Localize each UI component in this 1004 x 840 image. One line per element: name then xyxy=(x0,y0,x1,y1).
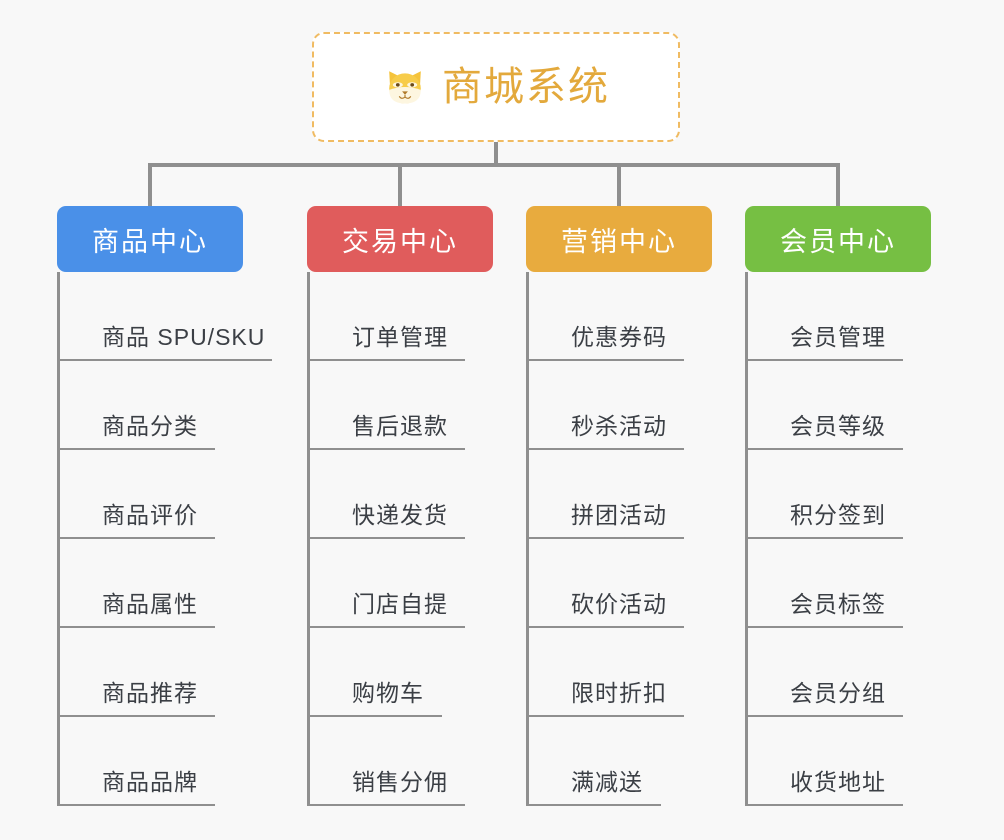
connector-root-stem xyxy=(494,142,498,165)
category-label: 营销中心 xyxy=(561,226,677,257)
leaf-item[interactable]: 商品分类 xyxy=(60,361,215,450)
leaf-item[interactable]: 限时折扣 xyxy=(529,628,684,717)
leaf-item[interactable]: 会员管理 xyxy=(748,272,903,361)
leaf-item-label: 商品推荐 xyxy=(102,680,198,706)
category-box-4[interactable]: 会员中心 xyxy=(745,206,931,272)
branch-column-1: 商品中心商品 SPU/SKU 商品分类商品评价商品属性商品推荐商品品牌 xyxy=(57,206,272,806)
connector-drop-3 xyxy=(617,163,621,208)
category-box-2[interactable]: 交易中心 xyxy=(307,206,493,272)
category-label: 会员中心 xyxy=(780,226,896,257)
root-title: 商城系统 xyxy=(442,65,610,109)
leaf-item-label: 商品 SPU/SKU xyxy=(102,324,266,350)
leaf-item-label: 快递发货 xyxy=(352,502,448,528)
leaf-item-label: 限时折扣 xyxy=(571,680,667,706)
leaf-item-label: 会员管理 xyxy=(790,324,886,350)
leaf-item-label: 商品评价 xyxy=(102,502,198,528)
category-box-3[interactable]: 营销中心 xyxy=(526,206,712,272)
leaf-item[interactable]: 售后退款 xyxy=(310,361,465,450)
leaf-item-label: 会员分组 xyxy=(790,680,886,706)
connector-drop-2 xyxy=(398,163,402,208)
category-label: 交易中心 xyxy=(342,226,458,257)
leaf-item[interactable]: 商品 SPU/SKU xyxy=(60,272,272,361)
connector-drop-4 xyxy=(836,163,840,208)
leaf-list-3: 优惠券码秒杀活动拼团活动砍价活动限时折扣满减送 xyxy=(526,272,696,806)
leaf-item[interactable]: 收货地址 xyxy=(748,717,903,806)
leaf-item[interactable]: 商品品牌 xyxy=(60,717,215,806)
branch-column-2: 交易中心订单管理售后退款快递发货门店自提购物车销售分佣 xyxy=(307,206,493,806)
leaf-item-label: 会员等级 xyxy=(790,413,886,439)
leaf-item-label: 商品品牌 xyxy=(102,769,198,795)
leaf-item[interactable]: 快递发货 xyxy=(310,450,465,539)
leaf-item[interactable]: 购物车 xyxy=(310,628,442,717)
leaf-item[interactable]: 订单管理 xyxy=(310,272,465,361)
leaf-item-label: 门店自提 xyxy=(352,591,448,617)
leaf-list-2: 订单管理售后退款快递发货门店自提购物车销售分佣 xyxy=(307,272,477,806)
leaf-item[interactable]: 拼团活动 xyxy=(529,450,684,539)
leaf-list-4: 会员管理会员等级积分签到会员标签会员分组收货地址 xyxy=(745,272,915,806)
leaf-item[interactable]: 会员分组 xyxy=(748,628,903,717)
leaf-item-label: 优惠券码 xyxy=(571,324,667,350)
leaf-item[interactable]: 商品推荐 xyxy=(60,628,215,717)
leaf-item[interactable]: 会员等级 xyxy=(748,361,903,450)
leaf-item-label: 砍价活动 xyxy=(571,591,667,617)
leaf-item[interactable]: 砍价活动 xyxy=(529,539,684,628)
connector-horizontal-bus xyxy=(148,163,840,167)
leaf-item-label: 秒杀活动 xyxy=(571,413,667,439)
leaf-list-1: 商品 SPU/SKU 商品分类商品评价商品属性商品推荐商品品牌 xyxy=(57,272,272,806)
branch-column-4: 会员中心会员管理会员等级积分签到会员标签会员分组收货地址 xyxy=(745,206,931,806)
leaf-item-label: 售后退款 xyxy=(352,413,448,439)
leaf-item-label: 商品属性 xyxy=(102,591,198,617)
shiba-dog-icon xyxy=(389,71,421,104)
leaf-item-label: 销售分佣 xyxy=(352,769,448,795)
leaf-item-label: 收货地址 xyxy=(790,769,886,795)
leaf-item[interactable]: 积分签到 xyxy=(748,450,903,539)
leaf-item-label: 商品分类 xyxy=(102,413,198,439)
leaf-item-label: 购物车 xyxy=(352,680,424,706)
leaf-item[interactable]: 商品属性 xyxy=(60,539,215,628)
leaf-item-label: 订单管理 xyxy=(352,324,448,350)
leaf-item-label: 积分签到 xyxy=(790,502,886,528)
leaf-item[interactable]: 优惠券码 xyxy=(529,272,684,361)
leaf-item-label: 满减送 xyxy=(571,769,643,795)
leaf-item[interactable]: 门店自提 xyxy=(310,539,465,628)
leaf-item[interactable]: 秒杀活动 xyxy=(529,361,684,450)
category-label: 商品中心 xyxy=(92,226,208,257)
leaf-item[interactable]: 满减送 xyxy=(529,717,661,806)
leaf-item-label: 会员标签 xyxy=(790,591,886,617)
root-node[interactable]: 商城系统 xyxy=(312,32,680,142)
branch-column-3: 营销中心优惠券码秒杀活动拼团活动砍价活动限时折扣满减送 xyxy=(526,206,712,806)
leaf-item[interactable]: 会员标签 xyxy=(748,539,903,628)
connector-drop-1 xyxy=(148,163,152,208)
category-box-1[interactable]: 商品中心 xyxy=(57,206,243,272)
leaf-item-label: 拼团活动 xyxy=(571,502,667,528)
leaf-item[interactable]: 销售分佣 xyxy=(310,717,465,806)
leaf-item[interactable]: 商品评价 xyxy=(60,450,215,539)
